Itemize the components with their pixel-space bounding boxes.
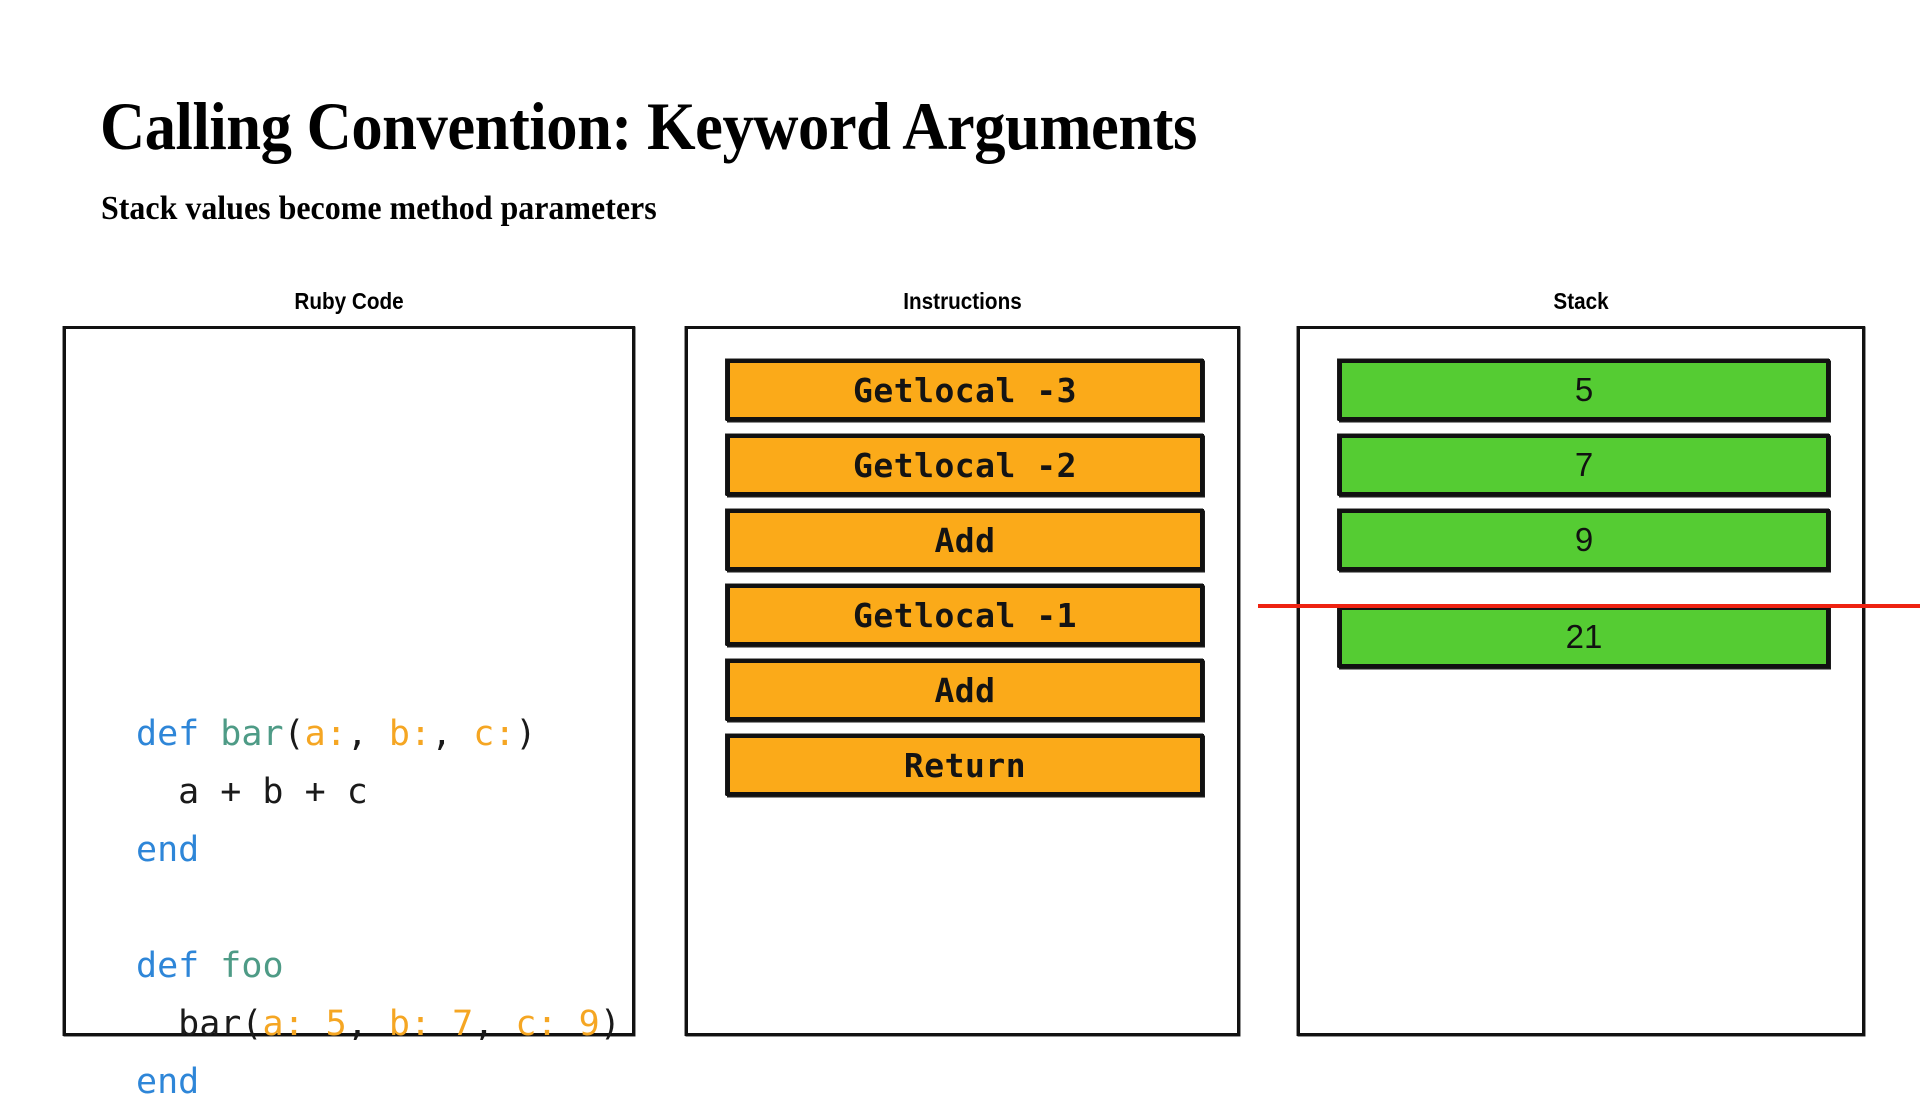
code-token: , xyxy=(346,1004,389,1044)
code-token: bar xyxy=(220,714,284,754)
code-token xyxy=(431,1004,452,1044)
code-token xyxy=(305,1004,326,1044)
stack-value: 9 xyxy=(1574,521,1594,558)
code-token: a + b + c xyxy=(136,772,368,812)
stack-pointer-line xyxy=(1258,604,1920,608)
code-token: 5 xyxy=(325,1004,347,1044)
instruction-label: Return xyxy=(903,745,1027,785)
ruby-code-column-header: Ruby Code xyxy=(294,288,404,314)
code-token: , xyxy=(346,714,389,754)
stack-chip[interactable]: 21 xyxy=(1338,606,1830,668)
stack-chip[interactable]: 5 xyxy=(1338,359,1830,421)
code-token: ) xyxy=(515,714,537,754)
stack-value: 21 xyxy=(1565,618,1603,655)
stack-chip[interactable]: 9 xyxy=(1338,509,1830,571)
stack-column-header: Stack xyxy=(1553,288,1609,314)
code-token: 7 xyxy=(452,1004,474,1044)
instruction-label: Getlocal -3 xyxy=(852,370,1078,410)
stack-value: 5 xyxy=(1574,371,1594,408)
page-subtitle: Stack values become method parameters xyxy=(101,190,657,227)
ruby-code-text: def bar(a:, b:, c:) a + b + c end def fo… xyxy=(136,705,621,1111)
instruction-label: Add xyxy=(934,670,996,710)
stack-panel: 5 7 9 21 xyxy=(1297,326,1865,1036)
code-token: , xyxy=(431,714,474,754)
instruction-chip[interactable]: Getlocal -2 xyxy=(726,434,1204,496)
code-token: def xyxy=(136,714,200,754)
code-token: c: xyxy=(473,714,516,754)
code-token: b: xyxy=(388,1004,432,1044)
code-token: def xyxy=(136,946,200,986)
code-token xyxy=(199,946,220,986)
code-token: end xyxy=(136,830,200,870)
instruction-label: Add xyxy=(934,520,996,560)
instruction-chip[interactable]: Add xyxy=(726,509,1204,571)
code-token: a: xyxy=(262,1004,305,1044)
page-title: Calling Convention: Keyword Arguments xyxy=(100,88,1197,164)
code-token: ( xyxy=(283,714,305,754)
code-token: a: xyxy=(304,714,347,754)
instruction-chip[interactable]: Return xyxy=(726,734,1204,796)
code-token: end xyxy=(136,1062,200,1102)
instruction-chip[interactable]: Add xyxy=(726,659,1204,721)
instruction-chip[interactable]: Getlocal -1 xyxy=(726,584,1204,646)
code-token: ) xyxy=(599,1004,621,1044)
stack-value: 7 xyxy=(1574,446,1594,483)
code-token xyxy=(199,714,220,754)
code-token: foo xyxy=(220,946,284,986)
code-token: c: xyxy=(515,1004,558,1044)
instruction-chip[interactable]: Getlocal -3 xyxy=(726,359,1204,421)
ruby-code-panel: def bar(a:, b:, c:) a + b + c end def fo… xyxy=(63,326,635,1102)
code-token: 9 xyxy=(578,1004,600,1044)
instruction-label: Getlocal -1 xyxy=(852,595,1078,635)
instructions-column-header: Instructions xyxy=(903,288,1022,314)
code-token: bar( xyxy=(136,1004,263,1044)
instruction-label: Getlocal -2 xyxy=(852,445,1078,485)
stack-chip[interactable]: 7 xyxy=(1338,434,1830,496)
code-token: , xyxy=(473,1004,516,1044)
code-token: b: xyxy=(388,714,432,754)
code-token xyxy=(558,1004,579,1044)
